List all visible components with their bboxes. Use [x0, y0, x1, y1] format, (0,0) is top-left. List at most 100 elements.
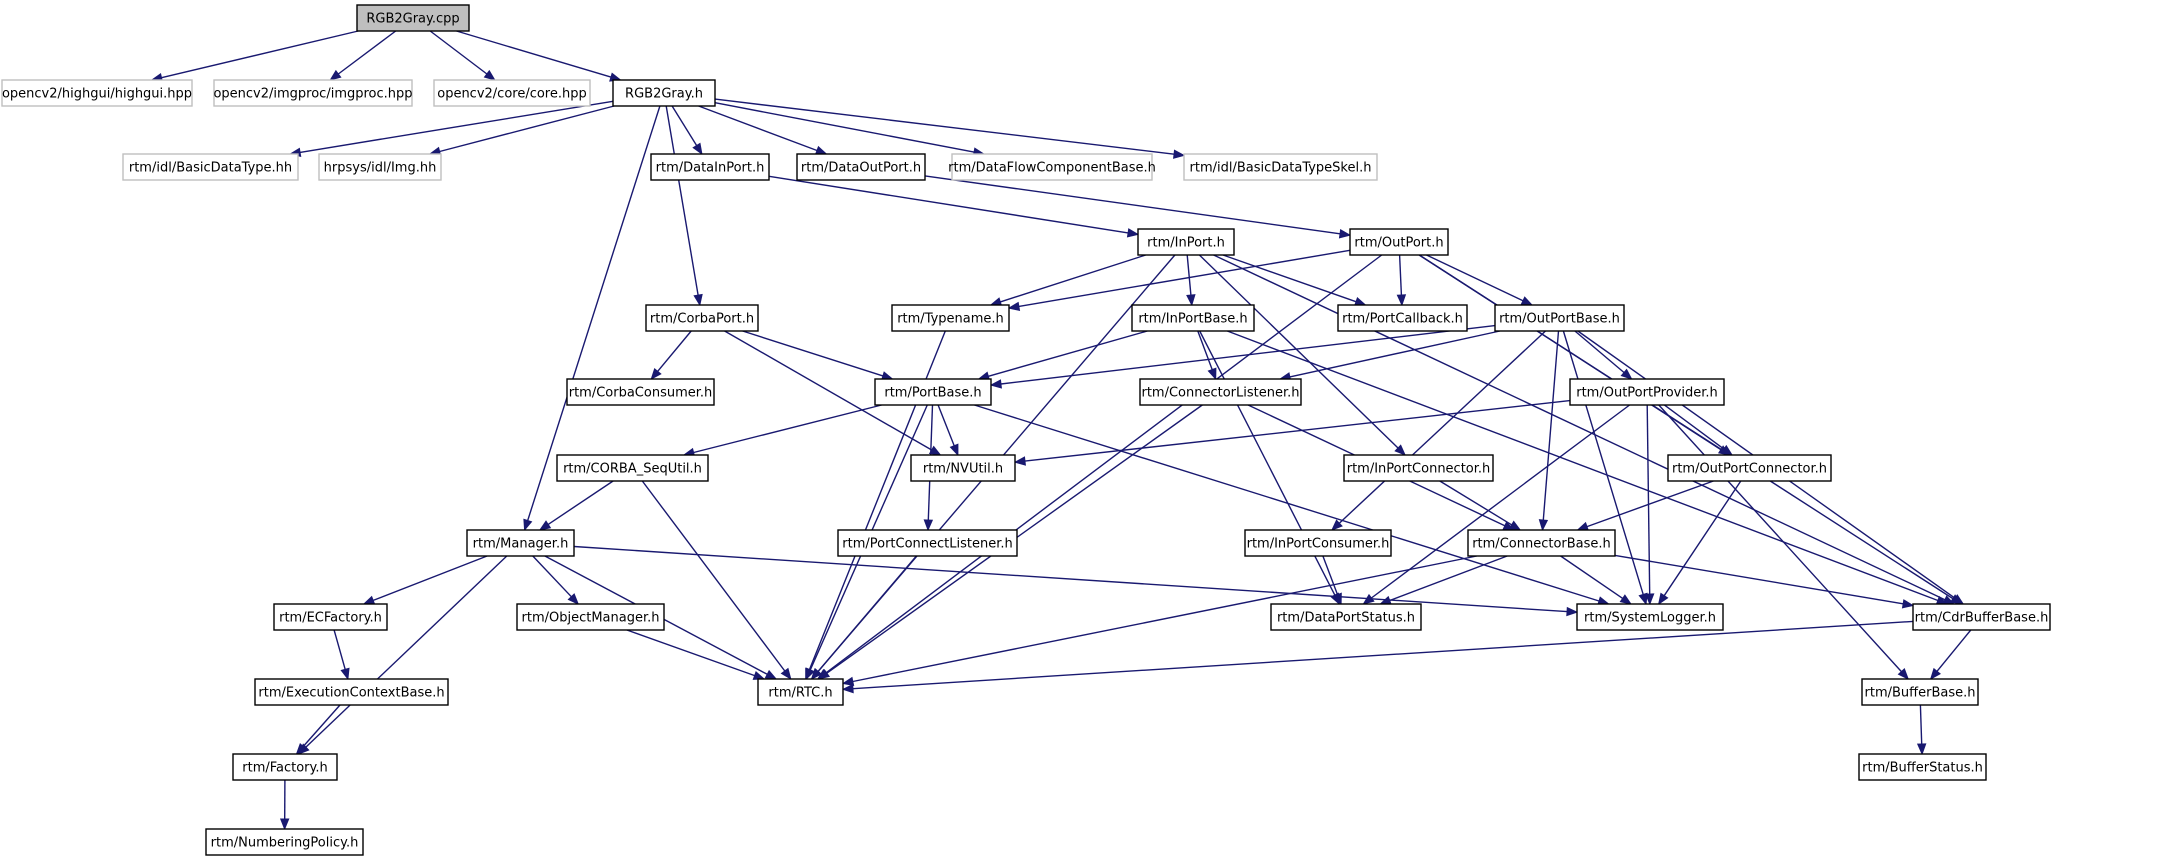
- node-connectorlistener[interactable]: rtm/ConnectorListener.h: [1139, 378, 1302, 406]
- node-ecfactory[interactable]: rtm/ECFactory.h: [273, 603, 388, 631]
- edge-outportbase-to-connectorbase: [1538, 330, 1560, 532]
- arrowhead-icon: [1576, 521, 1590, 531]
- edge-line: [1322, 555, 1339, 595]
- node-datainport[interactable]: rtm/DataInPort.h: [650, 153, 770, 181]
- node-label: opencv2/highgui/highgui.hpp: [2, 87, 192, 102]
- edge-manager-to-ecfactory: [362, 555, 488, 605]
- edge-inport-to-inportbase: [1186, 254, 1196, 307]
- node-typename[interactable]: rtm/Typename.h: [891, 304, 1010, 332]
- node-label: rtm/ConnectorBase.h: [1472, 537, 1611, 552]
- node-inportconnector[interactable]: rtm/InPortConnector.h: [1343, 454, 1494, 482]
- node-inportconsumer[interactable]: rtm/InPortConsumer.h: [1244, 529, 1392, 557]
- node-manager[interactable]: rtm/Manager.h: [466, 529, 575, 557]
- node-label: rtm/CorbaPort.h: [650, 312, 754, 327]
- node-dataoutport[interactable]: rtm/DataOutPort.h: [796, 153, 926, 181]
- node-corbaport[interactable]: rtm/CorbaPort.h: [645, 304, 759, 332]
- node-systemlogger[interactable]: rtm/SystemLogger.h: [1576, 603, 1724, 631]
- node-outportbase[interactable]: rtm/OutPortBase.h: [1494, 304, 1625, 332]
- edge-line: [1919, 704, 1923, 745]
- edge-outportbase-to-portbase: [989, 324, 1496, 389]
- edge-line: [1000, 254, 1146, 303]
- node-nvutil[interactable]: rtm/NVUtil.h: [910, 454, 1016, 482]
- edge-portconnectlistener-to-rtc: [810, 555, 917, 681]
- node-bufferbase[interactable]: rtm/BufferBase.h: [1861, 678, 1979, 706]
- node-core[interactable]: opencv2/core/core.hpp: [433, 79, 591, 107]
- arrowhead-icon: [1338, 228, 1352, 239]
- edge-line: [1018, 249, 1351, 308]
- node-cdrbufferbase[interactable]: rtm/CdrBufferBase.h: [1912, 603, 2051, 631]
- node-label: rtm/NumberingPolicy.h: [211, 836, 359, 851]
- node-box: [1137, 228, 1235, 256]
- node-box: [1912, 603, 2051, 631]
- node-corbaconsumer[interactable]: rtm/CorbaConsumer.h: [566, 378, 715, 406]
- node-label: rtm/InPortConsumer.h: [1247, 537, 1390, 552]
- edge-bufferbase-to-bufferstatus: [1916, 704, 1927, 756]
- node-inportbase[interactable]: rtm/InPortBase.h: [1131, 304, 1255, 332]
- edge-outport-to-portcallback: [1396, 254, 1407, 307]
- node-bufferstatus[interactable]: rtm/BufferStatus.h: [1858, 753, 1987, 781]
- edge-line: [1222, 254, 1357, 303]
- edge-line: [988, 330, 1148, 377]
- node-box: [1131, 304, 1255, 332]
- node-label: rtm/NVUtil.h: [923, 462, 1003, 477]
- node-rgb2gray-cpp[interactable]: RGB2Gray.cpp: [356, 4, 470, 32]
- node-highgui[interactable]: opencv2/highgui/highgui.hpp: [1, 79, 193, 107]
- node-portconnectlistener[interactable]: rtm/PortConnectListener.h: [837, 529, 1018, 557]
- node-box: [612, 79, 716, 107]
- node-connectorbase[interactable]: rtm/ConnectorBase.h: [1467, 529, 1616, 557]
- node-box: [874, 378, 992, 406]
- node-outportconnector[interactable]: rtm/OutPortConnector.h: [1667, 454, 1832, 482]
- node-outport[interactable]: rtm/OutPort.h: [1349, 228, 1449, 256]
- node-box: [645, 304, 759, 332]
- arrowhead-icon: [1007, 301, 1021, 312]
- edge-outportconnector-to-connectorbase: [1576, 480, 1714, 531]
- node-basicdatatype[interactable]: rtm/idl/BasicDataType.hh: [122, 153, 299, 181]
- edge-ecfactory-to-ecbase: [333, 629, 350, 681]
- node-label: rtm/InPortConnector.h: [1347, 462, 1491, 477]
- edge-line: [1289, 330, 1501, 378]
- arrowhead-icon: [780, 667, 792, 681]
- edge-line: [1663, 480, 1742, 597]
- edge-rgb2gray-h-to-manager: [523, 105, 661, 532]
- node-sequtil[interactable]: rtm/CORBA_SeqUtil.h: [556, 454, 709, 482]
- arrowhead-icon: [1013, 456, 1026, 466]
- arrowhead-icon: [1644, 593, 1655, 606]
- node-numberingpolicy[interactable]: rtm/NumberingPolicy.h: [205, 828, 364, 856]
- node-objectmanager[interactable]: rtm/ObjectManager.h: [516, 603, 665, 631]
- arrowhead-icon: [752, 671, 766, 680]
- edge-line: [825, 254, 1383, 674]
- edge-corbaport-to-portbase: [742, 330, 894, 381]
- arrowhead-icon: [295, 743, 308, 756]
- edge-rgb2gray-h-to-dfcb: [714, 102, 986, 157]
- edge-line: [1614, 554, 1904, 605]
- node-box: [1343, 454, 1494, 482]
- node-imgproc[interactable]: opencv2/imgproc/imgproc.hpp: [213, 79, 413, 107]
- edge-line: [768, 175, 1129, 234]
- edge-line: [1542, 330, 1560, 521]
- arrowhead-icon: [949, 443, 959, 457]
- node-box: [1183, 153, 1378, 181]
- edge-outport-to-outportbase: [1426, 254, 1534, 306]
- node-factory[interactable]: rtm/Factory.h: [232, 753, 338, 781]
- arrowhead-icon: [1394, 444, 1407, 456]
- node-inport[interactable]: rtm/InPort.h: [1137, 228, 1235, 256]
- node-dataportstatus[interactable]: rtm/DataPortStatus.h: [1270, 603, 1422, 631]
- node-outportprovider[interactable]: rtm/OutPortProvider.h: [1569, 378, 1725, 406]
- node-portbase[interactable]: rtm/PortBase.h: [874, 378, 992, 406]
- node-label: rtm/RTC.h: [768, 686, 832, 701]
- node-label: rtm/ExecutionContextBase.h: [258, 686, 444, 701]
- edge-line: [1439, 480, 1512, 526]
- node-box: [910, 454, 1016, 482]
- edge-line: [1000, 324, 1496, 385]
- arrowhead-icon: [1379, 595, 1392, 605]
- arrowhead-icon: [1929, 667, 1941, 681]
- node-dfcb[interactable]: rtm/DataFlowComponentBase.h: [948, 153, 1156, 181]
- node-bdtskel[interactable]: rtm/idl/BasicDataTypeSkel.h: [1183, 153, 1378, 181]
- node-ecbase[interactable]: rtm/ExecutionContextBase.h: [254, 678, 449, 706]
- node-rgb2gray-h[interactable]: RGB2Gray.h: [612, 79, 716, 107]
- edge-line: [1426, 254, 1524, 302]
- node-img[interactable]: hrpsys/idl/Img.hh: [318, 153, 442, 181]
- node-rtc[interactable]: rtm/RTC.h: [757, 678, 844, 706]
- arrowhead-icon: [764, 669, 778, 680]
- node-portcallback[interactable]: rtm/PortCallback.h: [1337, 304, 1468, 332]
